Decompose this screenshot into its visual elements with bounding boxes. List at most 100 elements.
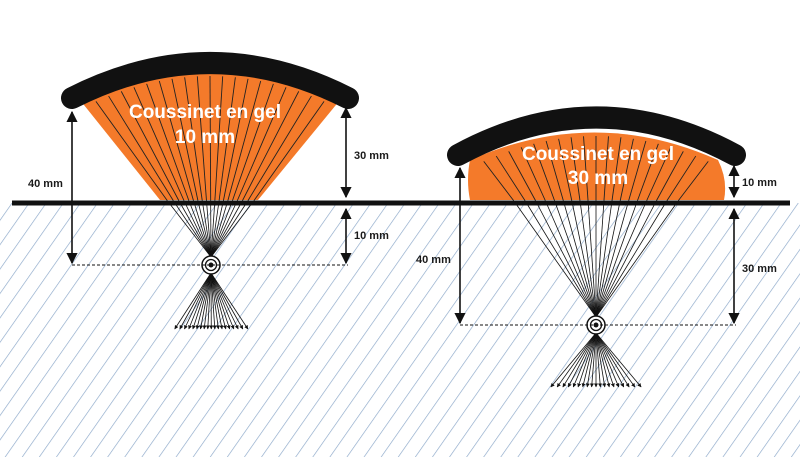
beam-ray: [571, 200, 597, 318]
beam-ray: [581, 332, 597, 388]
beam-ray: [595, 200, 621, 318]
beam-ray: [206, 200, 212, 258]
beam-ray: [179, 272, 212, 330]
beam-ray: [550, 332, 597, 388]
beam-ray: [210, 200, 216, 258]
beam-ray: [545, 140, 564, 202]
dim-2-gel-label: 10 mm: [742, 177, 777, 189]
beam-ray: [595, 332, 607, 388]
beam-ray: [210, 272, 217, 330]
beam-ray: [210, 272, 235, 330]
beam-ray: [227, 80, 262, 202]
beam-ray: [595, 332, 636, 388]
beam-ray: [595, 332, 620, 388]
beam-ray: [533, 143, 556, 202]
beam-ray: [636, 143, 659, 202]
beam-ray: [520, 147, 546, 202]
beam-ray: [567, 332, 597, 388]
beam-ray: [595, 332, 642, 388]
beam-ray: [545, 200, 597, 318]
gel-pad-2-body: [468, 132, 726, 200]
beam-ray: [199, 272, 212, 330]
beam-ray: [222, 78, 249, 202]
beam-ray: [570, 137, 581, 202]
beam-ray: [184, 272, 212, 330]
beam-ray: [210, 200, 249, 258]
beam-ray: [595, 200, 638, 318]
beam-ray: [595, 200, 668, 318]
beam-ray: [577, 332, 597, 388]
beam-ray: [210, 272, 227, 330]
beam-ray: [188, 200, 212, 258]
pad-1-title-line2: 10 mm: [175, 127, 235, 148]
beam-ray: [210, 200, 224, 258]
beam-ray: [579, 200, 597, 318]
beam-ray: [535, 200, 597, 318]
beam-ray: [205, 272, 212, 330]
beam-ray: [595, 332, 603, 388]
beam-ray: [146, 83, 190, 202]
beam-ray: [210, 272, 231, 330]
beam-ray: [595, 200, 679, 318]
beam-ray: [595, 200, 605, 318]
beam-ray: [108, 95, 174, 202]
beam-ray: [572, 332, 597, 388]
beam-ray: [595, 200, 629, 318]
beam-ray: [158, 80, 195, 202]
beam-ray: [595, 332, 630, 388]
beam-ray: [247, 95, 312, 202]
pad-1-title-line1: Coussinet en gel: [129, 102, 281, 123]
beam-ray: [183, 200, 212, 258]
gel-pad-10mm: Coussinet en gel 10 mm 40 mm 30 mm 10 mm: [28, 52, 389, 330]
beam-ray: [184, 77, 203, 202]
beam-ray: [589, 332, 597, 388]
beam-ray: [524, 200, 597, 318]
beam-ray: [202, 272, 212, 330]
beam-ray: [210, 200, 238, 258]
dim-1-focus-label: 10 mm: [354, 230, 389, 242]
beam-ray: [595, 332, 611, 388]
beam-ray: [585, 332, 597, 388]
beam-ray: [133, 87, 185, 202]
beam-ray: [173, 200, 212, 258]
beam-ray: [167, 200, 212, 258]
gel-pad-2-beam-lines: [483, 136, 709, 202]
beam-ray: [120, 91, 180, 202]
beam-ray: [241, 91, 300, 202]
beam-ray: [563, 200, 597, 318]
pad-1-focus-beam: [167, 200, 254, 330]
beam-ray: [483, 161, 515, 202]
beam-ray: [513, 200, 597, 318]
pad-2-title-line1: Coussinet en gel: [522, 144, 674, 165]
beam-ray: [677, 161, 709, 202]
beam-ray: [655, 151, 684, 202]
beam-ray: [628, 140, 647, 202]
beam-ray: [587, 200, 597, 318]
beam-ray: [495, 155, 526, 202]
beam-ray: [236, 87, 287, 202]
beam-ray: [192, 272, 212, 330]
beam-ray: [195, 272, 212, 330]
dim-1-total-label: 40 mm: [28, 178, 63, 190]
beam-ray: [174, 272, 212, 330]
beam-ray: [95, 101, 168, 202]
tissue-region: [0, 203, 800, 457]
beam-ray: [611, 137, 622, 202]
beam-ray: [210, 272, 224, 330]
beam-ray: [214, 76, 224, 202]
beam-ray: [210, 272, 244, 330]
beam-ray: [210, 272, 249, 330]
beam-ray: [188, 272, 212, 330]
beam-ray: [178, 200, 212, 258]
gel-pad-30mm: Coussinet en gel 30 mm 40 mm 10 mm 30 mm: [416, 106, 777, 388]
gel-pad-1-beam-lines: [95, 75, 325, 202]
transducer-1-frame: [61, 52, 359, 109]
beam-ray: [210, 200, 243, 258]
beam-ray: [210, 200, 229, 258]
beam-ray: [508, 151, 537, 202]
beam-ray: [666, 155, 697, 202]
beam-ray: [646, 147, 672, 202]
beam-ray: [193, 200, 212, 258]
beam-ray: [595, 200, 657, 318]
beam-ray: [197, 200, 212, 258]
